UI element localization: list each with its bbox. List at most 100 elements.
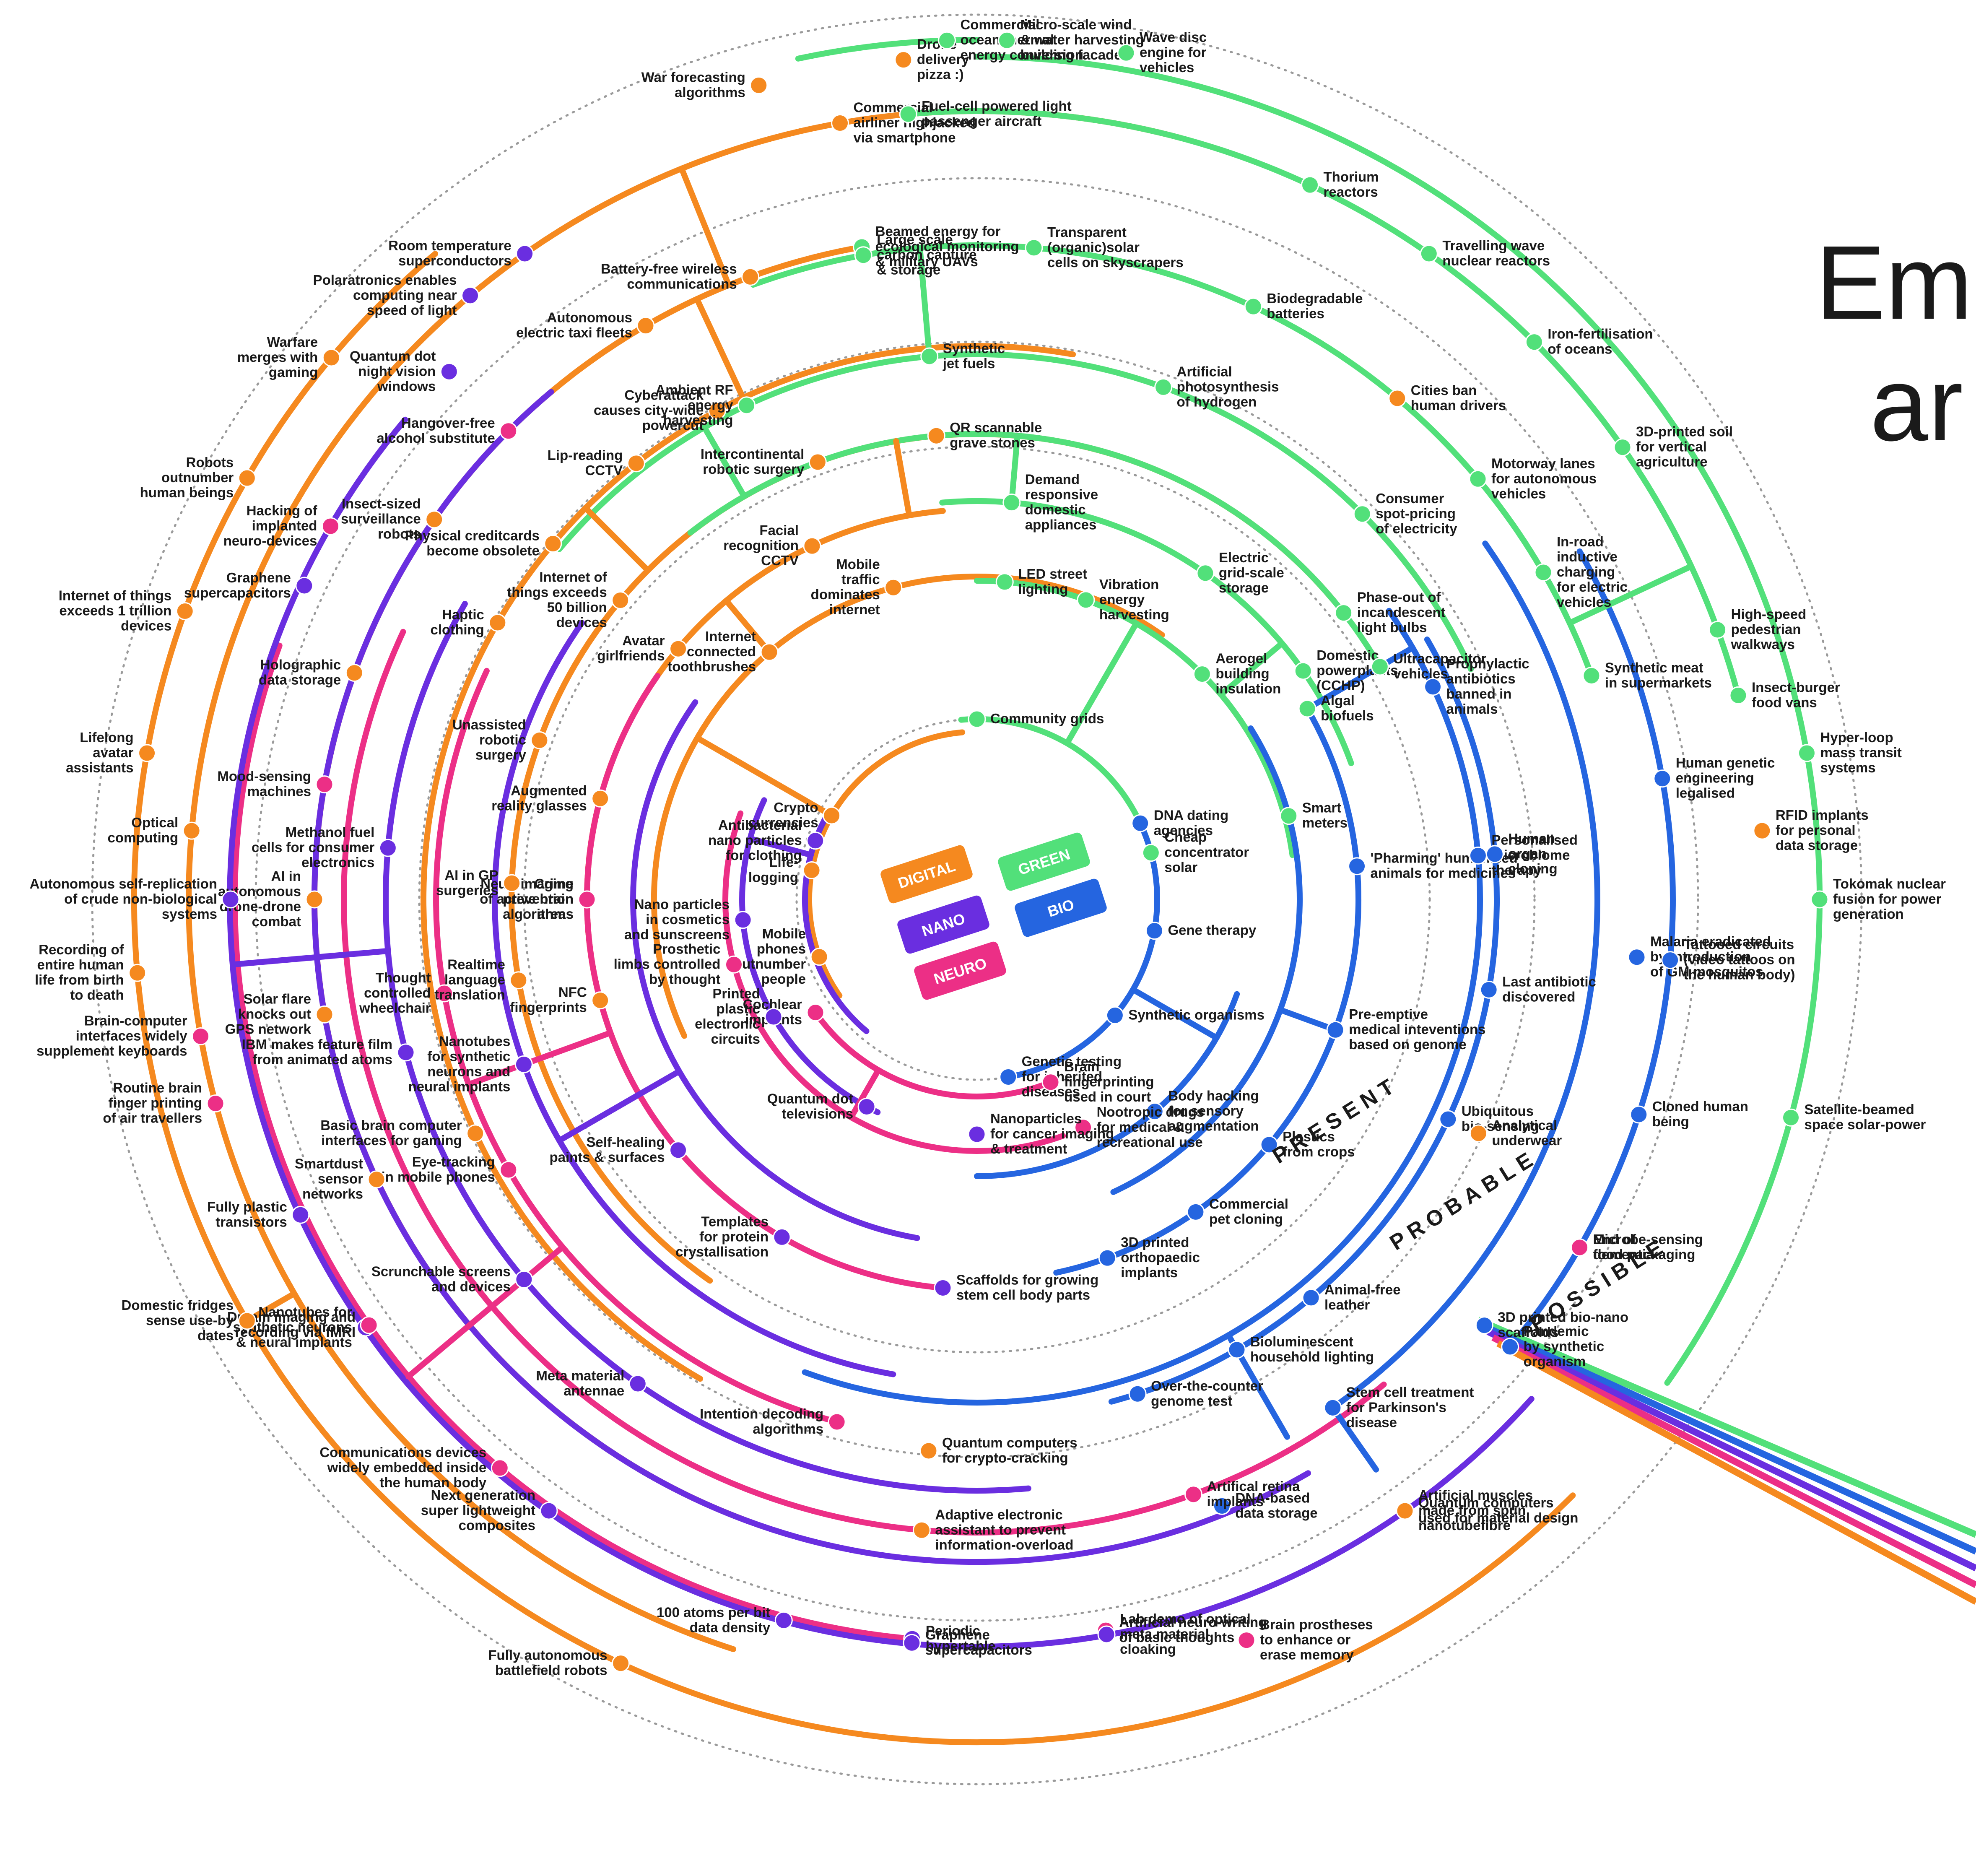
stop-marker[interactable] — [440, 362, 458, 381]
stop-marker[interactable] — [737, 396, 756, 415]
stop-marker[interactable] — [176, 602, 194, 621]
stop-marker[interactable] — [322, 348, 340, 367]
stop-marker[interactable] — [968, 1125, 986, 1143]
stop-marker[interactable] — [1298, 699, 1316, 718]
stop-marker[interactable] — [810, 948, 828, 966]
stop-marker[interactable] — [435, 984, 454, 1003]
stop-marker[interactable] — [1117, 44, 1135, 62]
stop-marker[interactable] — [760, 643, 779, 661]
stop-marker[interactable] — [1630, 1105, 1648, 1124]
stop-marker[interactable] — [425, 510, 444, 529]
stop-marker[interactable] — [854, 246, 872, 265]
stop-marker[interactable] — [927, 426, 945, 445]
stop-gene-therapy[interactable]: Gene therapy — [1145, 922, 1257, 940]
stop-marker[interactable] — [291, 1206, 310, 1224]
stop-marker[interactable] — [1353, 505, 1371, 523]
stop-marker[interactable] — [1485, 845, 1504, 863]
stop-marker[interactable] — [1469, 1124, 1488, 1143]
stop-marker[interactable] — [138, 744, 156, 762]
stop-marker[interactable] — [1396, 1502, 1414, 1520]
stop-marker[interactable] — [998, 31, 1016, 49]
stop-marker[interactable] — [488, 613, 507, 632]
stop-marker[interactable] — [857, 1097, 876, 1116]
stop-marker[interactable] — [1184, 1485, 1202, 1504]
stop-marker[interactable] — [803, 537, 821, 555]
stop-marker[interactable] — [774, 1611, 793, 1629]
stop-marker[interactable] — [1469, 470, 1487, 488]
stop-marker[interactable] — [611, 591, 630, 610]
stop-marker[interactable] — [1709, 621, 1727, 639]
stop-marker[interactable] — [516, 244, 534, 263]
stop-marker[interactable] — [514, 1055, 533, 1073]
stop-marker[interactable] — [238, 469, 256, 487]
stop-marker[interactable] — [591, 991, 610, 1010]
stop-marker[interactable] — [295, 577, 314, 595]
stop-marker[interactable] — [773, 1228, 791, 1246]
stop-marker[interactable] — [345, 664, 364, 682]
stop-marker[interactable] — [1469, 846, 1487, 865]
stop-marker[interactable] — [540, 1502, 558, 1520]
stop-marker[interactable] — [1097, 1625, 1116, 1644]
stop-marker[interactable] — [1571, 1238, 1589, 1257]
stop-marker[interactable] — [1193, 665, 1211, 683]
stop-marker[interactable] — [808, 453, 827, 471]
stop-marker[interactable] — [1228, 1341, 1246, 1359]
stop-marker[interactable] — [1475, 1316, 1493, 1335]
stop-marker[interactable] — [669, 639, 688, 658]
stop-marker[interactable] — [1782, 1108, 1800, 1127]
stop-community-grids[interactable]: Community grids — [968, 710, 1104, 728]
stop-marker[interactable] — [530, 731, 549, 749]
stop-marker[interactable] — [499, 422, 518, 440]
